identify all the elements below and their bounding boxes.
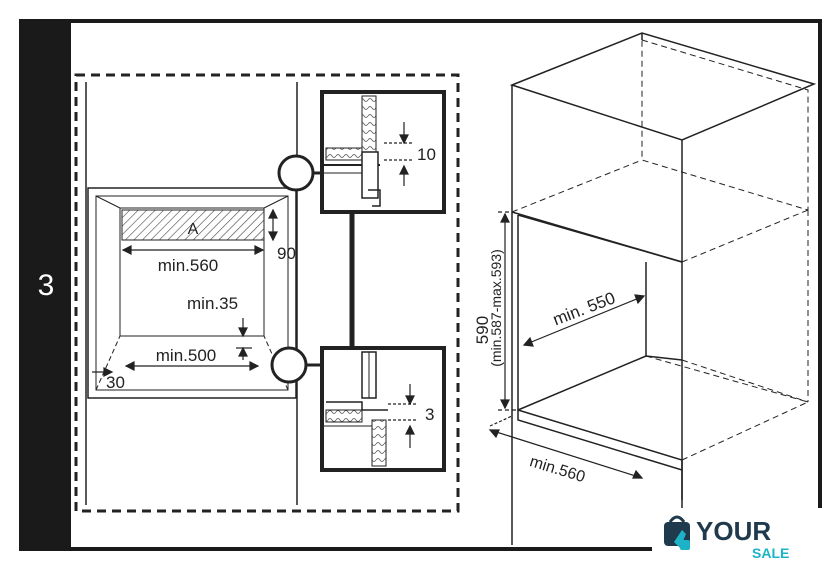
hatched-area-a [121, 209, 265, 241]
dimension-line-500 [124, 361, 260, 371]
height-590-label: 590 [473, 316, 492, 344]
min-35-label: min.35 [187, 294, 238, 313]
width-560-label: min.560 [158, 256, 218, 275]
gap-10-arrows [384, 122, 412, 186]
logo-line2: SALE [752, 545, 789, 560]
dimension-line-90 [268, 208, 278, 242]
gap-10-label: 10 [417, 145, 436, 164]
cabinet-perspective [509, 32, 817, 545]
yoursale-logo: YOUR SALE [660, 512, 800, 561]
gap-3-label: 3 [425, 405, 434, 424]
step-number: 3 [38, 269, 55, 302]
dimension-line-590 [498, 211, 518, 411]
dimension-line-35 [236, 318, 252, 360]
dimension-line-cabinet-560 [488, 415, 644, 479]
dimension-line-30 [92, 367, 114, 377]
depth-30-label: 30 [106, 373, 125, 392]
dimension-line-550 [522, 294, 646, 347]
dimension-line-560 [121, 245, 265, 255]
gap-3-arrows [388, 384, 418, 448]
height-range-label: (min.587-max.593) [488, 249, 504, 367]
step-bar [21, 21, 71, 549]
depth-550-label: min. 550 [550, 288, 618, 329]
detail-box-top [320, 90, 446, 214]
height-90-label: 90 [277, 244, 296, 263]
width-500-label: min.500 [156, 346, 216, 365]
logo-line1: YOUR [696, 516, 771, 546]
shopping-bag-hand-icon [664, 515, 690, 550]
front-view-drawing [74, 73, 460, 513]
area-a-label: A [188, 221, 199, 238]
detail-box-bottom [320, 346, 446, 472]
